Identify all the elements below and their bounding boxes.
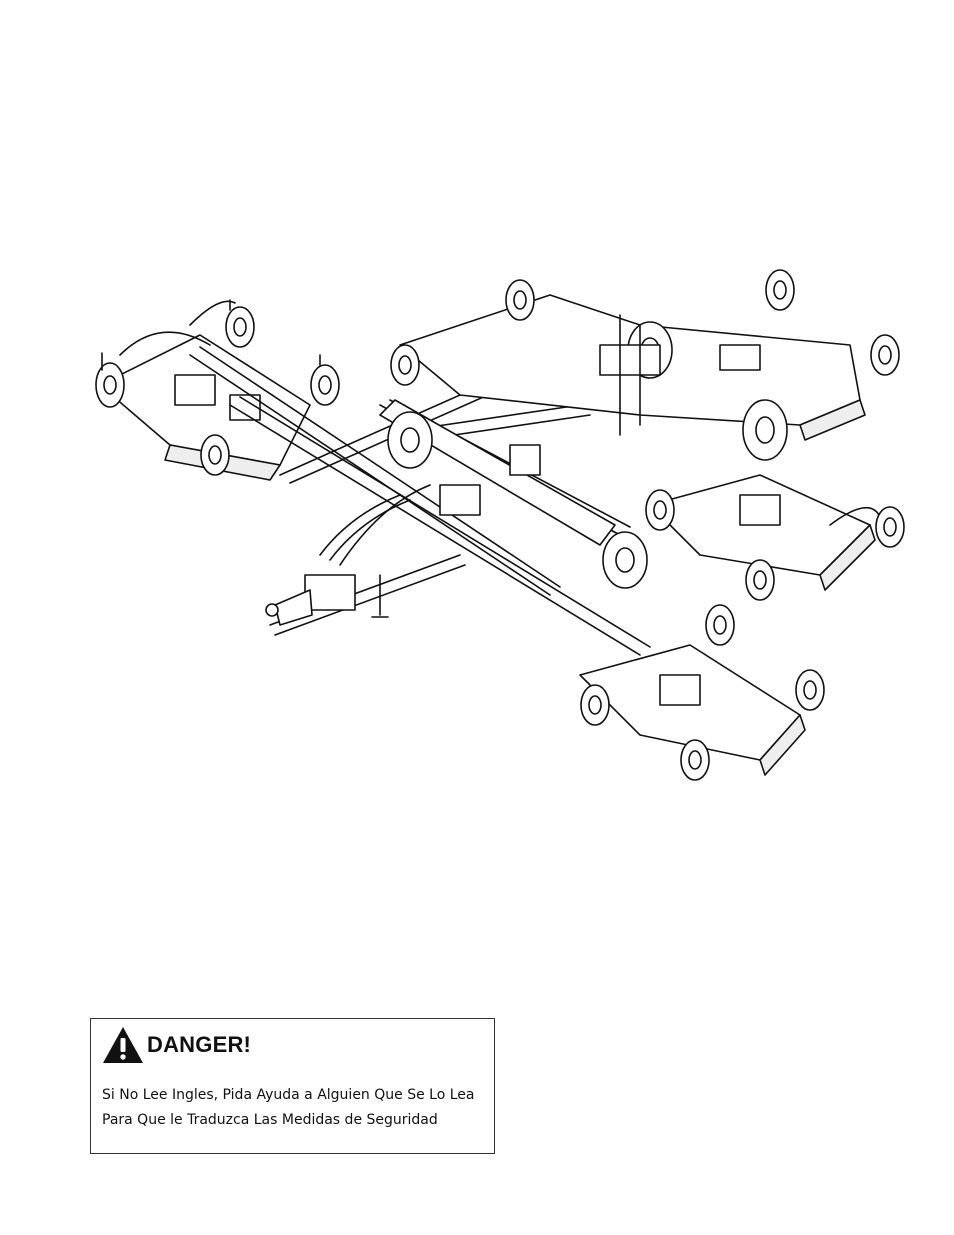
- mower-illustration: [95, 269, 905, 781]
- left-wing-deck: [95, 299, 340, 481]
- hitch-tongue: [265, 484, 466, 636]
- danger-line-2: Para Que le Traduzca Las Medidas de Segu…: [102, 1112, 438, 1128]
- danger-header: DANGER!: [101, 1025, 251, 1065]
- center-deck: [379, 399, 648, 589]
- rear-deck: [390, 269, 900, 461]
- danger-warning-box: DANGER! Si No Lee Ingles, Pida Ayuda a A…: [90, 1018, 495, 1154]
- right-wing-deck: [645, 474, 905, 601]
- danger-line-1: Si No Lee Ingles, Pida Ayuda a Alguien Q…: [102, 1087, 475, 1103]
- front-wing-deck: [579, 604, 825, 781]
- danger-message: Si No Lee Ingles, Pida Ayuda a Alguien Q…: [102, 1083, 474, 1133]
- danger-title: DANGER!: [147, 1032, 252, 1057]
- warning-triangle-icon: [103, 1027, 143, 1063]
